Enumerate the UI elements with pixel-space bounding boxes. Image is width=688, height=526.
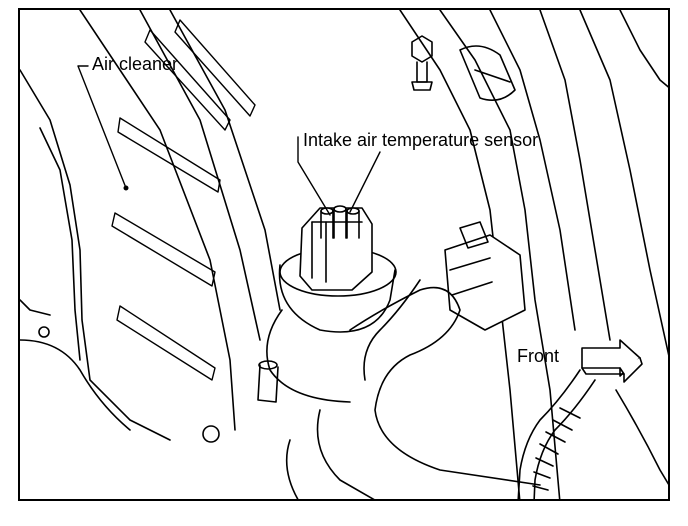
air-cleaner-label: Air cleaner [92, 54, 179, 74]
leader-lines [77, 65, 381, 216]
front-label: Front [517, 346, 560, 366]
harness-connector [363, 221, 526, 381]
detail-holes [38, 326, 279, 443]
lower-hose [285, 286, 541, 499]
engine-bay-drawing [20, 10, 668, 499]
intake-air-temperature-sensor [299, 205, 373, 291]
top-bolt [411, 35, 433, 91]
air-cleaner-leader [77, 65, 127, 189]
wiring-harness [517, 369, 668, 499]
intake-duct [399, 10, 668, 499]
air-cleaner-leader-dot [123, 185, 129, 191]
air-cleaner-housing [20, 10, 281, 441]
diagram-frame: Air cleaner Intake air temperature senso… [18, 8, 670, 501]
front-arrow [581, 339, 643, 383]
intake-sensor-leader-left [297, 136, 331, 216]
air-cleaner-ribs [111, 19, 256, 381]
intake-sensor-leader-right [349, 151, 381, 213]
intake-air-temperature-sensor-label: Intake air temperature sensor [303, 130, 539, 150]
